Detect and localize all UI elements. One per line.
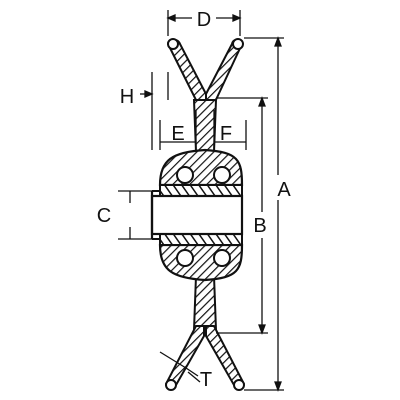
- inner-race-upper: [159, 184, 243, 197]
- bearing-ball-upper-left: [176, 166, 194, 184]
- upper-housing: [158, 148, 244, 187]
- hub-housing: [150, 148, 244, 282]
- upper-web: [192, 99, 218, 153]
- bore: [150, 194, 244, 236]
- bottom-groove: [164, 325, 246, 391]
- bearing-ball-upper-right: [213, 166, 231, 184]
- bearing-ball-lower-right: [213, 249, 231, 267]
- inner-race-lower: [159, 233, 243, 246]
- label-f: F: [220, 123, 232, 145]
- label-d: D: [197, 9, 211, 31]
- label-t: T: [200, 369, 212, 391]
- lower-web: [192, 275, 218, 331]
- label-b: B: [253, 215, 266, 237]
- dimension-lines: [118, 10, 284, 392]
- dimension-letters: D H E F C B A T: [97, 9, 292, 391]
- label-a: A: [277, 179, 291, 201]
- bearing-ball-lower-left: [176, 249, 194, 267]
- label-h: H: [120, 86, 134, 108]
- label-e: E: [171, 123, 184, 145]
- label-c: C: [97, 205, 111, 227]
- top-groove: [166, 38, 244, 105]
